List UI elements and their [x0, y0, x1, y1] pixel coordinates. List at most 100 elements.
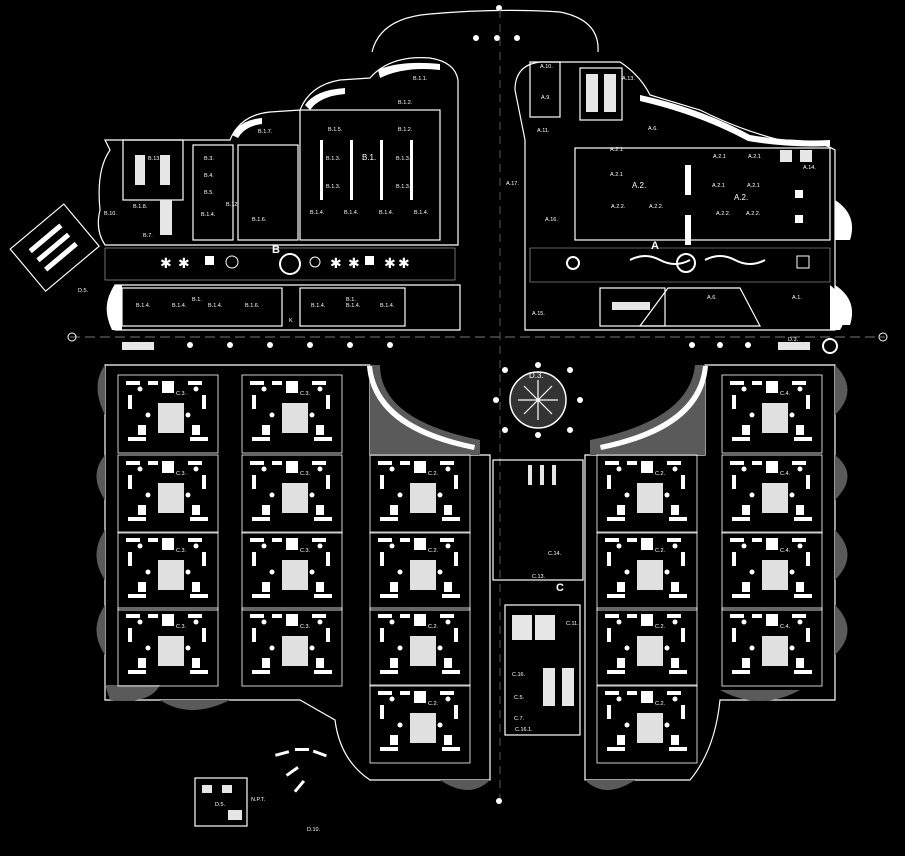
unit-fixture — [789, 569, 795, 575]
unit-fixture — [252, 517, 270, 521]
hall-label: A.2.1 — [748, 154, 761, 160]
block-b-outline — [97, 57, 459, 246]
unit-fixture — [192, 658, 200, 668]
unit-fixture — [732, 475, 736, 489]
unit-fixture — [732, 594, 750, 598]
unit-fixture — [316, 425, 324, 435]
unit-fixture — [390, 735, 398, 745]
room-label: B.1.4. — [414, 210, 429, 216]
unit-fixture — [607, 475, 611, 489]
unit-fixture — [148, 538, 158, 542]
unit-fixture — [444, 658, 452, 668]
unit-fixture — [316, 505, 324, 515]
unit-outline — [369, 454, 471, 534]
svg-text:✱: ✱ — [348, 255, 360, 271]
unit-fixture — [681, 628, 685, 642]
unit-outline — [241, 374, 343, 454]
unit-fixture — [440, 461, 454, 465]
unit-fixture — [389, 619, 395, 625]
room-label: A.6. — [707, 295, 717, 301]
unit-fixture — [749, 569, 755, 575]
unit-fixture — [316, 582, 324, 592]
unit-fixture — [380, 628, 384, 642]
unit-outline — [721, 531, 823, 611]
corridor-tag: D.3. — [788, 337, 799, 343]
unit-fixture — [742, 505, 750, 515]
bottom-tag-d10: D.10. — [307, 827, 321, 833]
unit-fixture — [442, 594, 460, 598]
unit-label: C.3. — [176, 624, 187, 630]
unit-fixture — [730, 538, 744, 542]
unit-fixture — [138, 425, 146, 435]
unit-fixture — [390, 582, 398, 592]
left-pavilion — [9, 203, 101, 293]
unit-fixture — [309, 569, 315, 575]
unit-fixture — [128, 437, 146, 441]
unit-outline — [241, 454, 343, 534]
unit-fixture — [202, 475, 206, 489]
unit-fixture — [400, 691, 410, 695]
unit-fixture — [389, 543, 395, 549]
unit-fixture — [252, 437, 270, 441]
unit-fixture — [732, 552, 736, 566]
room-label: B.1.6. — [252, 217, 267, 223]
unit-fixture — [414, 461, 426, 473]
unit-fixture — [741, 466, 747, 472]
unit-fixture — [440, 614, 454, 618]
svg-text:✱: ✱ — [398, 255, 410, 271]
unit-fixture — [250, 461, 264, 465]
unit-fixture — [145, 492, 151, 498]
zone-label-a: A — [651, 240, 659, 252]
unit-label: C.2. — [655, 471, 666, 477]
unit-fixture — [442, 517, 460, 521]
unit-fixture — [262, 505, 270, 515]
apartment-unit: C.3. — [241, 454, 343, 534]
unit-fixture — [617, 505, 625, 515]
b-seating-rows — [320, 140, 413, 200]
unit-fixture — [380, 747, 398, 751]
unit-fixture — [286, 538, 298, 550]
svg-text:✱: ✱ — [384, 255, 396, 271]
unit-fixture — [752, 461, 762, 465]
unit-fixture — [250, 381, 264, 385]
misc-labels: D.3. D.3. D.5. K D.5. N.P.T. D.10. — [78, 288, 799, 833]
a-top-room-1 — [529, 61, 561, 118]
unit-fixture — [397, 722, 403, 728]
room-label: C.11. — [566, 621, 579, 627]
unit-fixture — [202, 395, 206, 409]
b-stage-room — [299, 109, 441, 241]
unit-fixture — [732, 395, 736, 409]
unit-fixture — [624, 645, 630, 651]
a-triangle-room — [638, 287, 761, 327]
unit-fixture — [262, 582, 270, 592]
unit-fixture — [641, 461, 653, 473]
unit-fixture — [137, 619, 143, 625]
unit-fixture — [732, 517, 750, 521]
unit-fixture — [314, 670, 332, 674]
unit-fixture — [671, 658, 679, 668]
unit-fixture — [317, 466, 323, 472]
unit-bed — [158, 403, 184, 433]
unit-fixture — [128, 670, 146, 674]
a-lower-icons — [566, 253, 810, 273]
unit-fixture — [128, 517, 146, 521]
unit-fixture — [272, 538, 282, 542]
unit-fixture — [445, 466, 451, 472]
unit-fixture — [193, 543, 199, 549]
a-lower-corridor — [529, 247, 831, 283]
unit-fixture — [380, 517, 398, 521]
unit-bed — [158, 636, 184, 666]
unit-fixture — [185, 412, 191, 418]
unit-fixture — [671, 505, 679, 515]
unit-bed — [637, 560, 663, 590]
unit-fixture — [314, 437, 332, 441]
room-label: B.1. — [346, 297, 356, 303]
b-bottom-room-left — [121, 287, 283, 327]
unit-fixture — [681, 705, 685, 719]
svg-text:✱: ✱ — [330, 255, 342, 271]
unit-fixture — [641, 691, 653, 703]
hall-label: A.2.1 — [713, 154, 726, 160]
hall-label: A.2.2. — [746, 211, 761, 217]
unit-fixture — [454, 552, 458, 566]
hall-label: A.2. — [734, 193, 748, 202]
